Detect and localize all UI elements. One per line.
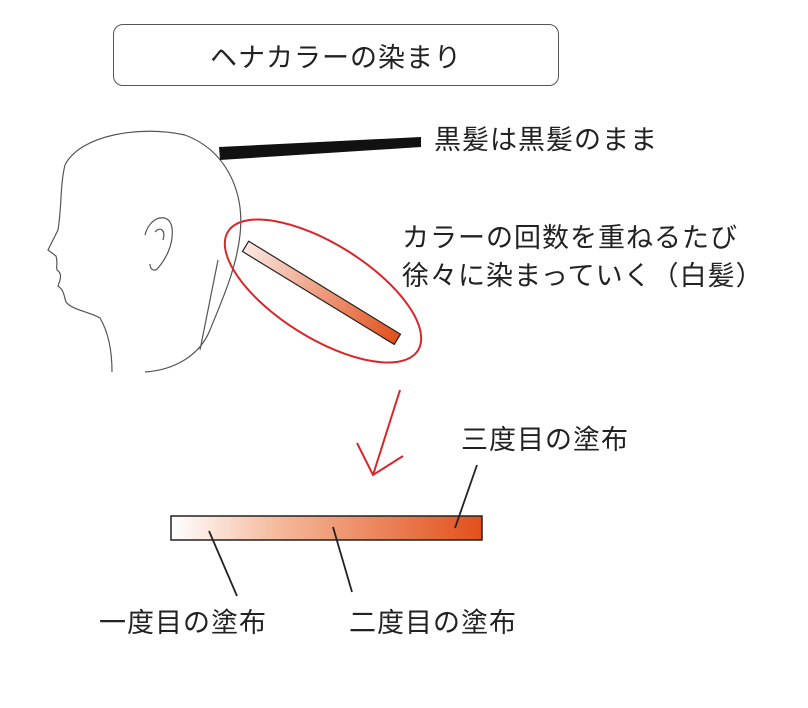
black-hair-label: 黒髪は黒髪のまま	[434, 125, 658, 156]
third-application-label: 三度目の塗布	[461, 425, 629, 456]
white-hair-label-line1: カラーの回数を重ねるたび	[402, 223, 738, 254]
title-box: ヘナカラーの染まり	[113, 24, 559, 86]
title-text: ヘナカラーの染まり	[210, 42, 462, 74]
white-hair-highlight-ellipse	[223, 218, 423, 364]
white-hair-label-line2: 徐々に染まっていく（白髪）	[402, 261, 764, 292]
second-application-label: 二度目の塗布	[349, 608, 517, 639]
black-hair-strand	[219, 137, 421, 160]
color-progress-bar	[170, 515, 483, 541]
head-profile-outline-icon	[47, 130, 242, 373]
first-leader-line	[208, 530, 238, 597]
second-leader-line	[332, 526, 353, 593]
down-left-arrow-icon	[356, 389, 404, 477]
white-hair-strand	[241, 240, 402, 346]
third-leader-line	[454, 464, 478, 529]
first-application-label: 一度目の塗布	[99, 608, 267, 639]
